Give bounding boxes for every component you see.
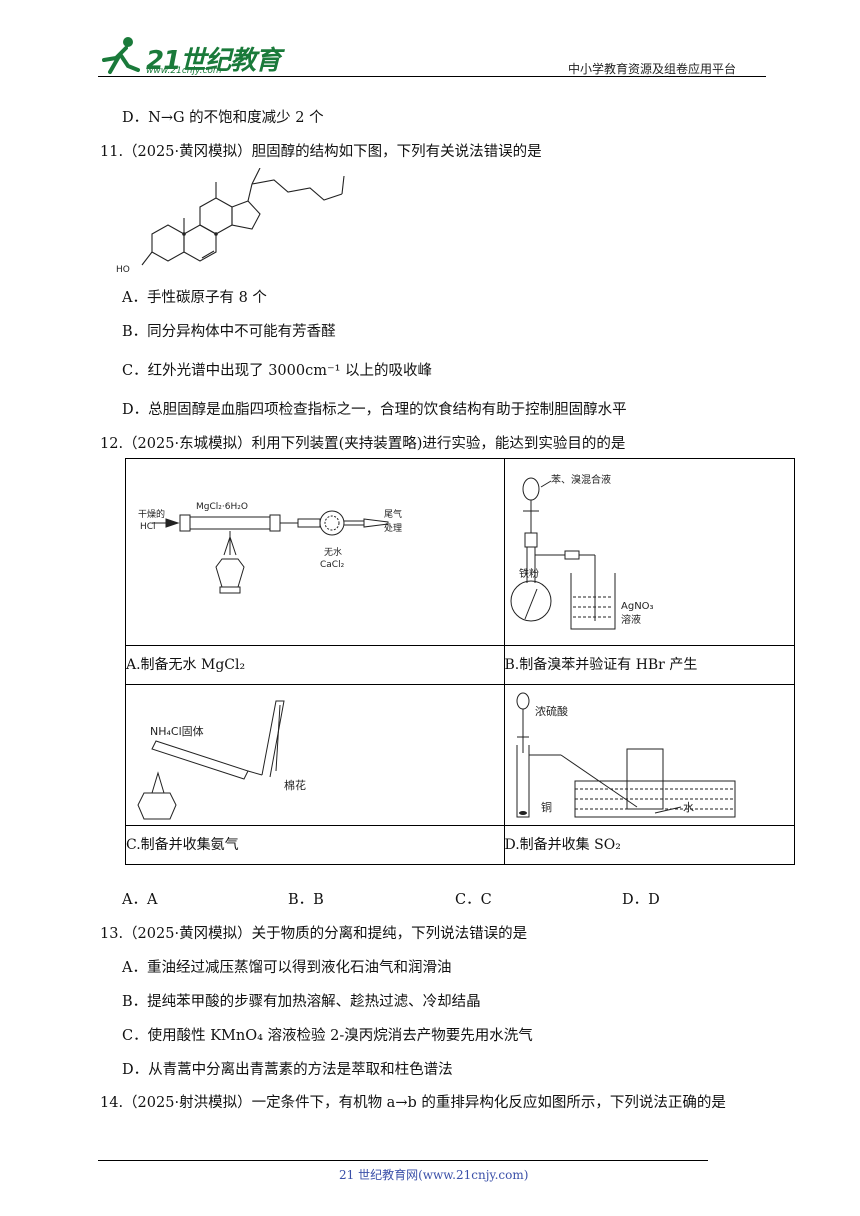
label-iron-powder: 铁粉	[519, 567, 539, 580]
q13-option-a: A．重油经过减压蒸馏可以得到液化石油气和润滑油	[122, 960, 452, 976]
q12-option-a: A．A	[122, 892, 158, 908]
caption-a: A.制备无水 MgCl₂	[125, 645, 505, 685]
label-solution: 溶液	[621, 613, 641, 626]
footer-text: 21 世纪教育网(www.21cnjy.com)	[339, 1168, 529, 1182]
question-11: 11.（2025·黄冈模拟）胆固醇的结构如下图，下列有关说法错误的是	[100, 144, 542, 160]
q11-option-b: B．同分异构体中不可能有芳香醛	[122, 324, 336, 340]
label-copper: 铜	[541, 800, 552, 814]
label-hcl: HCl	[140, 522, 156, 532]
label-anhydrous: 无水	[324, 546, 342, 558]
ho-label: HO	[116, 265, 130, 275]
apparatus-b-figure: 苯、溴混合液 铁粉 AgNO₃ 溶液	[503, 458, 795, 646]
label-tail-gas: 尾气	[384, 508, 402, 520]
platform-title: 中小学教育资源及组卷应用平台	[568, 62, 737, 76]
q13-option-b: B．提纯苯甲酸的步骤有加热溶解、趁热过滤、冷却结晶	[122, 994, 481, 1010]
apparatus-c-figure: NH₄Cl固体 棉花	[125, 684, 505, 826]
question-12: 12.（2025·东城模拟）利用下列装置(夹持装置略)进行实验，能达到实验目的的…	[100, 436, 626, 452]
header-divider	[98, 76, 766, 77]
cholesterol-structure: HO	[116, 167, 366, 284]
label-dry: 干燥的	[138, 508, 165, 520]
caption-b: B.制备溴苯并验证有 HBr 产生	[503, 645, 795, 685]
logo-url: www.21cnjy.com	[146, 66, 222, 76]
q13-option-c: C．使用酸性 KMnO₄ 溶液检验 2-溴丙烷消去产物要先用水洗气	[122, 1028, 533, 1044]
q11-option-c: C．红外光谱中出现了 3000cm⁻¹ 以上的吸收峰	[122, 363, 433, 379]
label-treatment: 处理	[384, 522, 402, 534]
label-conc-sulfuric-acid: 浓硫酸	[535, 704, 568, 718]
q12-option-b: B．B	[288, 892, 324, 908]
question-14: 14.（2025·射洪模拟）一定条件下，有机物 a→b 的重排异构化反应如图所示…	[100, 1095, 726, 1111]
caption-d: D.制备并收集 SO₂	[503, 825, 795, 865]
label-cotton: 棉花	[284, 778, 306, 792]
apparatus-table: 干燥的 HCl MgCl₂·6H₂O 无水 CaCl₂ 尾气 处理	[125, 458, 795, 865]
apparatus-d-figure: 浓硫酸 铜 水	[503, 684, 795, 826]
logo-text: 21世纪教育	[146, 46, 281, 76]
q12-option-c: C．C	[455, 892, 492, 908]
q11-option-a: A．手性碳原子有 8 个	[122, 290, 267, 306]
label-water: 水	[683, 801, 694, 814]
logo-icon	[98, 36, 144, 80]
label-agno3: AgNO₃	[621, 601, 654, 612]
footer-divider	[98, 1160, 708, 1161]
label-cacl2: CaCl₂	[320, 560, 345, 570]
q13-option-d: D．从青蒿中分离出青蒿素的方法是萃取和柱色谱法	[122, 1062, 453, 1078]
q12-option-d: D．D	[622, 892, 660, 908]
label-benzene-bromine: 苯、溴混合液	[551, 473, 611, 486]
q11-option-d: D．总胆固醇是血脂四项检查指标之一，合理的饮食结构有助于控制胆固醇水平	[122, 402, 627, 418]
label-mgcl2-hydrate: MgCl₂·6H₂O	[196, 502, 248, 512]
label-nh4cl: NH₄Cl固体	[150, 724, 204, 738]
apparatus-a-figure: 干燥的 HCl MgCl₂·6H₂O 无水 CaCl₂ 尾气 处理	[125, 458, 505, 646]
question-13: 13.（2025·黄冈模拟）关于物质的分离和提纯，下列说法错误的是	[100, 926, 528, 942]
q10-option-d: D．N→G 的不饱和度减少 2 个	[122, 110, 324, 126]
caption-c: C.制备并收集氨气	[125, 825, 505, 865]
